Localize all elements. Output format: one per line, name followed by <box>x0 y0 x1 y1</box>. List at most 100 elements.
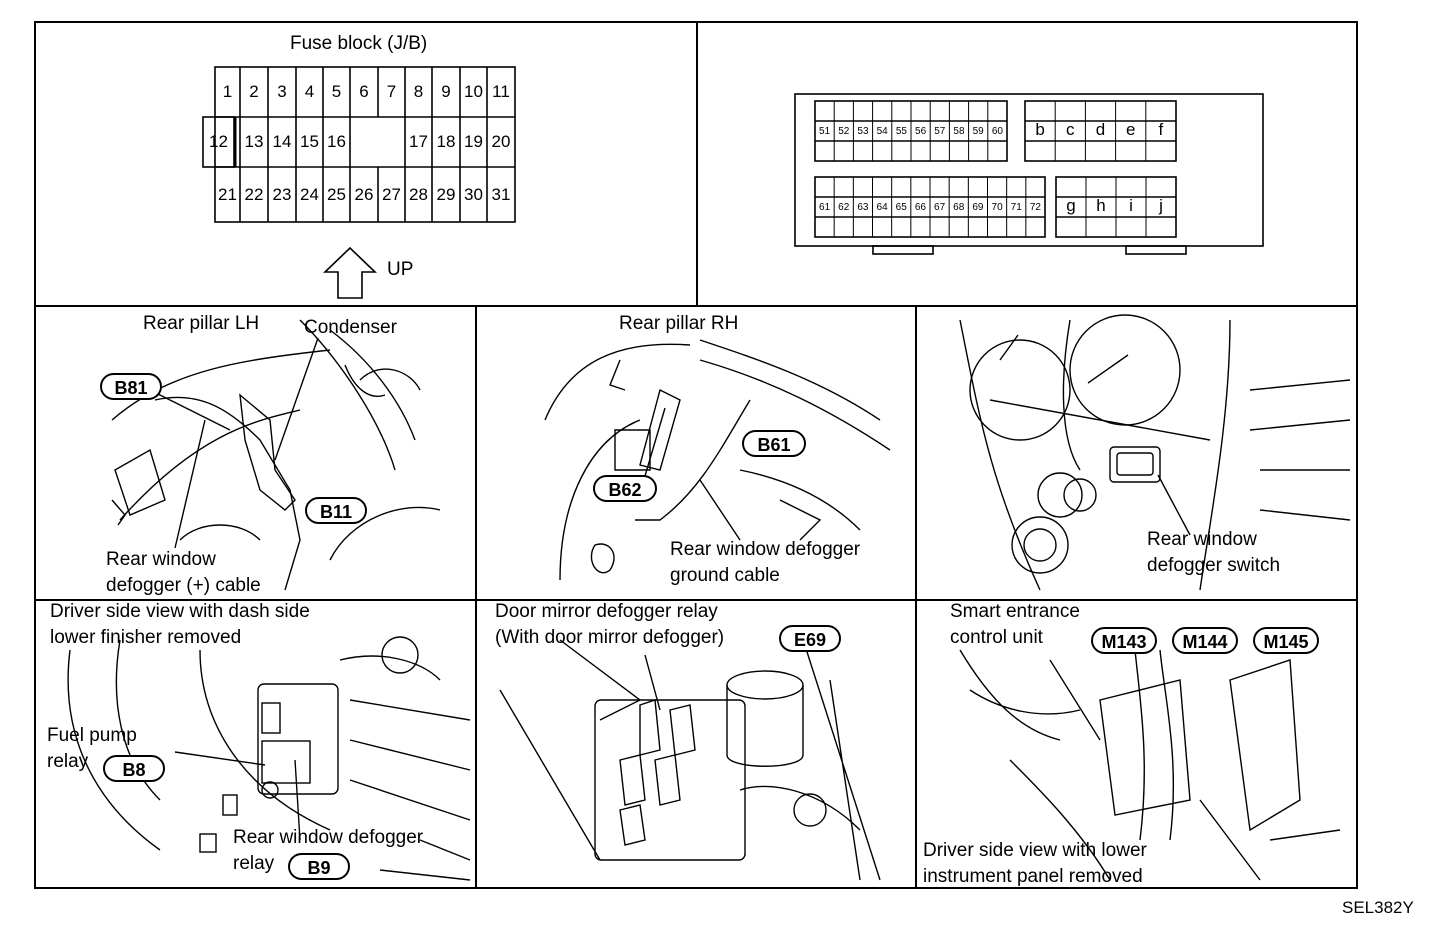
pin-c: c <box>1066 120 1075 139</box>
pin-j: j <box>1159 196 1163 215</box>
pin-69: 69 <box>972 202 984 213</box>
fuse-14: 14 <box>272 132 292 151</box>
pin-67: 67 <box>934 202 946 213</box>
fuse-block-title: Fuse block (J/B) <box>290 33 428 54</box>
fuse-10: 10 <box>464 82 483 101</box>
fuse-6: 6 <box>359 82 369 101</box>
connector-tag-b81: B81 <box>100 373 162 400</box>
connector-tag-b61: B61 <box>742 430 806 457</box>
panel3-caption-line2: defogger switch <box>1147 555 1281 576</box>
pin-53: 53 <box>857 126 869 137</box>
panel1-title: Rear pillar LH <box>143 313 260 334</box>
panel6-caption-line2: instrument panel removed <box>923 866 1143 887</box>
fuel-pump-relay-label-line1: Fuel pump <box>47 725 137 746</box>
pin-e: e <box>1125 120 1136 139</box>
panel5-title-line1: Door mirror defogger relay <box>495 601 718 622</box>
pin-h: h <box>1096 196 1106 215</box>
pin-58: 58 <box>953 126 965 137</box>
connector-tag-m144: M144 <box>1172 627 1238 654</box>
connector-tag-b9: B9 <box>288 853 350 880</box>
connector-block <box>794 93 1264 255</box>
fuse-15: 15 <box>300 132 319 151</box>
fuse-16: 16 <box>327 132 346 151</box>
panel3-caption-line1: Rear window <box>1147 529 1257 550</box>
fuse-18: 18 <box>436 132 456 151</box>
fuse-7: 7 <box>386 82 397 101</box>
pin-f: f <box>1158 120 1164 139</box>
connector-tag-e69: E69 <box>779 625 841 652</box>
fuse-19: 19 <box>464 132 483 151</box>
pin-70: 70 <box>991 202 1003 213</box>
pin-63: 63 <box>857 202 869 213</box>
rear-window-defogger-relay-label-line1: Rear window defogger <box>233 827 424 848</box>
fuse-5: 5 <box>331 82 342 101</box>
connector-tag-b62: B62 <box>593 475 657 502</box>
panel3-sketch <box>959 314 1351 591</box>
rear-window-defogger-relay-label-line2: relay <box>233 853 275 874</box>
fuse-21: 21 <box>218 185 237 204</box>
panel4-title-line2: lower finisher removed <box>50 627 242 648</box>
panel2-sketch <box>544 339 891 581</box>
pin-64: 64 <box>876 202 888 213</box>
fuse-8: 8 <box>413 82 424 101</box>
fuse-17: 17 <box>409 132 428 151</box>
fuse-2: 2 <box>249 82 259 101</box>
connector-tag-b8: B8 <box>103 755 165 782</box>
pin-g: g <box>1066 196 1076 215</box>
panel6-caption-line1: Driver side view with lower <box>923 840 1147 861</box>
fuse-27: 27 <box>382 185 401 204</box>
panel1-caption-line2: defogger (+) cable <box>106 575 261 596</box>
pin-62: 62 <box>838 202 850 213</box>
fuse-20: 20 <box>491 132 511 151</box>
pin-d: d <box>1095 120 1106 139</box>
pin-71: 71 <box>1010 202 1022 213</box>
panel1-caption-line1: Rear window <box>106 549 216 570</box>
pin-56: 56 <box>915 126 927 137</box>
panel4-sketch <box>67 636 471 881</box>
panel6-title-line2: control unit <box>950 627 1043 648</box>
fuel-pump-relay-label-line2: relay <box>47 751 89 772</box>
fuse-3: 3 <box>277 82 287 101</box>
pin-i: i <box>1129 196 1133 215</box>
fuse-9: 9 <box>441 82 451 101</box>
fuse-1: 1 <box>222 82 233 101</box>
pin-61: 61 <box>819 202 831 213</box>
pin-51: 51 <box>819 126 831 137</box>
figure-code: SEL382Y <box>1342 898 1414 917</box>
fuse-22: 22 <box>244 185 264 204</box>
pin-57: 57 <box>934 126 946 137</box>
panel4-title-line1: Driver side view with dash side <box>50 601 310 622</box>
up-label: UP <box>387 259 414 280</box>
fuse-31: 31 <box>491 185 511 204</box>
fuse-block-grid <box>202 66 516 223</box>
pin-b: b <box>1035 120 1045 139</box>
panel5-sketch <box>499 629 881 881</box>
fuse-11: 11 <box>492 82 510 101</box>
panel1-condenser-label: Condenser <box>304 317 397 338</box>
fuse-28: 28 <box>409 185 428 204</box>
panel2-caption-line1: Rear window defogger <box>670 539 861 560</box>
pin-72: 72 <box>1029 202 1041 213</box>
fuse-13: 13 <box>244 132 264 151</box>
fuse-30: 30 <box>464 185 483 204</box>
pin-54: 54 <box>876 126 888 137</box>
connector-tag-m143: M143 <box>1091 627 1157 654</box>
pin-66: 66 <box>914 202 926 213</box>
pin-52: 52 <box>838 126 850 137</box>
panel6-title-line1: Smart entrance <box>950 601 1080 622</box>
fuse-12: 12 <box>209 132 228 151</box>
panel5-title-line2: (With door mirror defogger) <box>495 627 725 648</box>
fuse-26: 26 <box>354 185 374 204</box>
fuse-25: 25 <box>327 185 346 204</box>
fuse-4: 4 <box>304 82 315 101</box>
fuse-29: 29 <box>436 185 456 204</box>
fuse-24: 24 <box>300 185 319 204</box>
pin-65: 65 <box>895 202 907 213</box>
panel2-caption-line2: ground cable <box>670 565 780 586</box>
connector-tag-b11: B11 <box>305 497 367 524</box>
panel1-sketch <box>111 319 441 591</box>
up-arrow <box>323 246 377 299</box>
fuse-23: 23 <box>272 185 292 204</box>
pin-55: 55 <box>895 126 907 137</box>
